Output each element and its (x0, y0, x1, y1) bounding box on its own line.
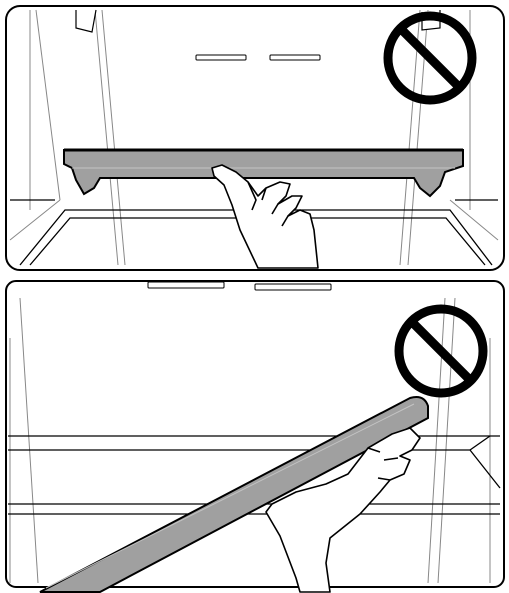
light-slot-right (255, 284, 331, 290)
light-slot-left (148, 282, 224, 288)
panel-top-drawing (0, 0, 509, 276)
panel-top (0, 0, 509, 276)
light-slot-left (196, 55, 246, 60)
light-slot-right (270, 55, 320, 60)
bracket-left (76, 10, 96, 32)
panel-frame (6, 281, 504, 587)
panel-bottom-drawing (0, 278, 509, 593)
panel-bottom (0, 278, 509, 593)
